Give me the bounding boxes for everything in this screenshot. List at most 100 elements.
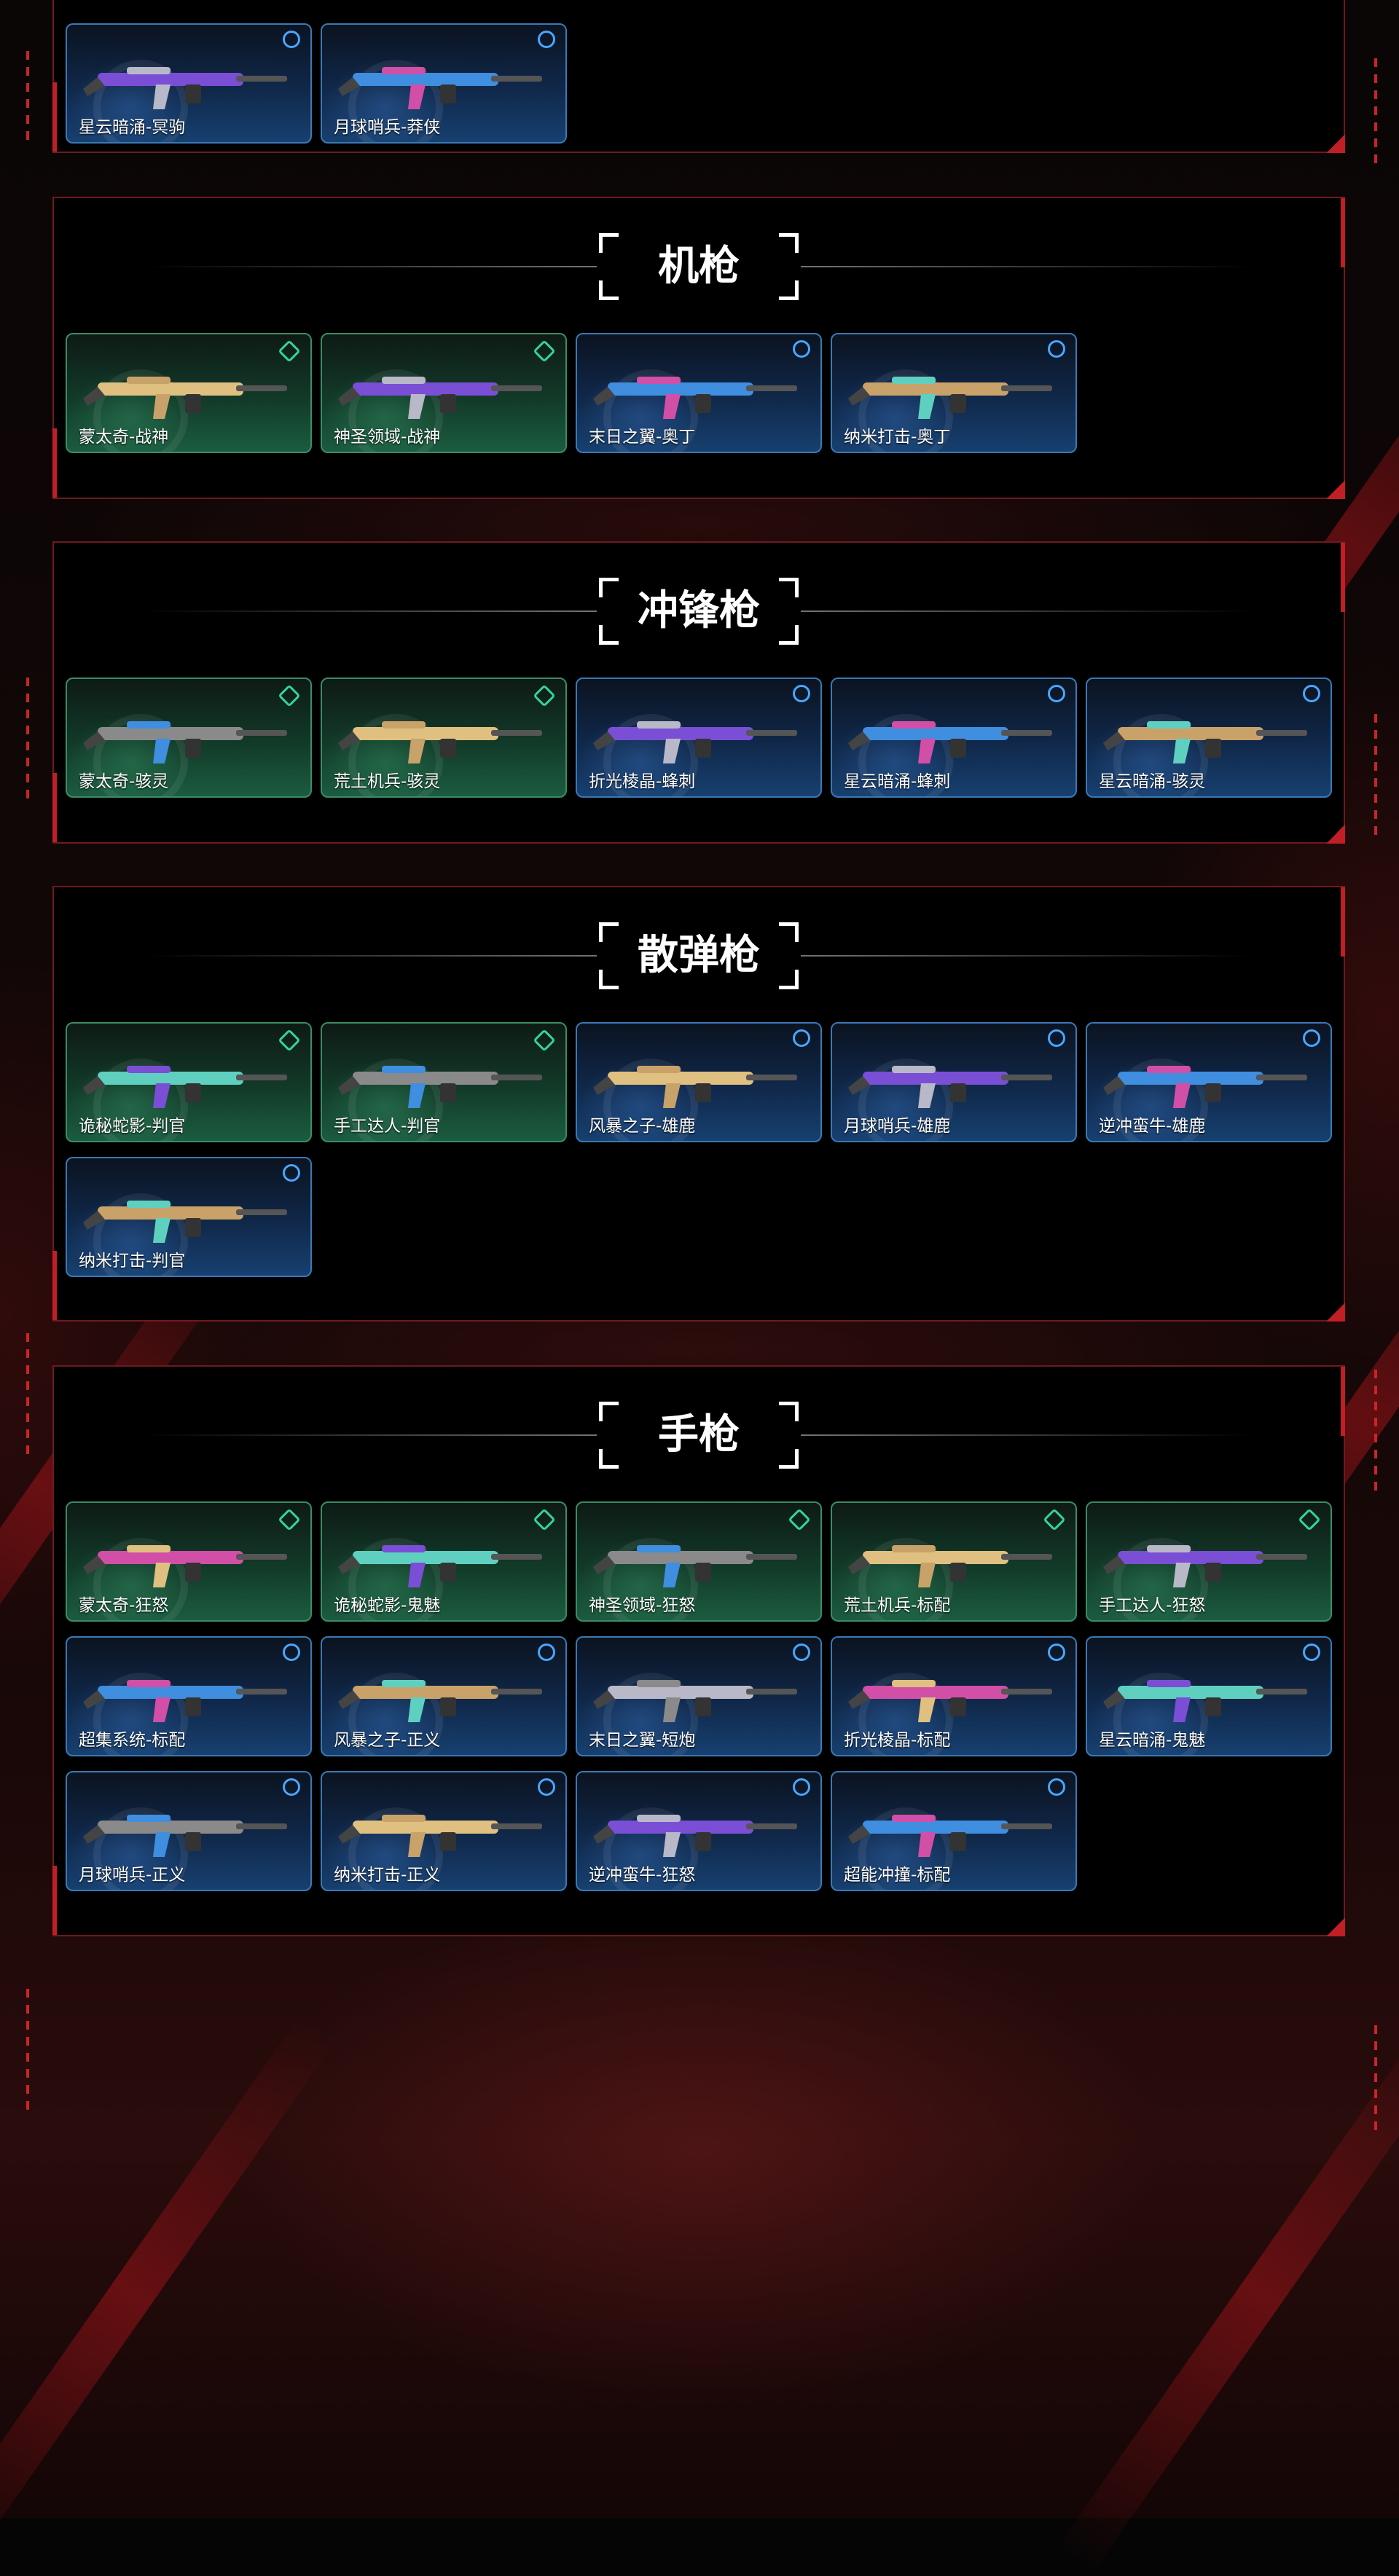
ring-decoration [348, 1673, 443, 1755]
weapon-skin-card[interactable]: 末日之翼-短炮 [576, 1636, 822, 1756]
weapon-skin-name: 纳米打击-正义 [334, 1866, 441, 1885]
ring-decoration [93, 1807, 188, 1890]
weapon-skin-card[interactable]: 超能冲撞-标配 [831, 1771, 1077, 1891]
weapon-image [1103, 1523, 1314, 1596]
ring-decoration [603, 1807, 698, 1890]
weapon-image [83, 45, 294, 118]
weapon-skin-card[interactable]: 蒙太奇-战神 [66, 333, 312, 453]
weapon-image [593, 1658, 804, 1731]
weapon-skin-card[interactable]: 诡秘蛇影-判官 [66, 1022, 312, 1142]
panel-corner [1326, 1917, 1345, 1936]
ring-decoration [348, 1059, 443, 1141]
weapon-skin-card[interactable]: 末日之翼-奥丁 [576, 333, 822, 453]
tier-circle-icon [793, 1029, 810, 1047]
tier-circle-icon [793, 1778, 810, 1796]
weapon-image [338, 355, 549, 428]
right-dash-decoration [1374, 707, 1379, 842]
weapon-skin-card[interactable]: 超集系统-标配 [66, 1636, 312, 1756]
tier-circle-icon [1048, 1778, 1065, 1796]
weapon-skin-card[interactable]: 纳米打击-判官 [66, 1157, 312, 1277]
weapon-skin-name: 风暴之子-正义 [334, 1731, 441, 1750]
weapon-skin-name: 超能冲撞-标配 [844, 1866, 951, 1885]
weapon-skin-card[interactable]: 月球哨兵-雄鹿 [831, 1022, 1077, 1142]
weapon-skin-name: 折光棱晶-标配 [844, 1731, 951, 1750]
weapon-skin-card[interactable]: 月球哨兵-莽侠 [321, 23, 567, 144]
panel-corner [1326, 134, 1345, 153]
weapon-image [338, 1793, 549, 1866]
title-bracket: 机枪 [599, 233, 799, 300]
weapon-skin-card[interactable]: 神圣领域-狂怒 [576, 1501, 822, 1622]
weapon-skin-card[interactable]: 折光棱晶-标配 [831, 1636, 1077, 1756]
ring-decoration [93, 1059, 188, 1141]
tier-circle-icon [283, 31, 300, 48]
weapon-skin-name: 折光棱晶-蜂刺 [589, 772, 696, 791]
weapon-image [848, 1523, 1059, 1596]
ring-decoration [93, 714, 188, 796]
divider-line [145, 266, 597, 267]
left-dash-decoration [26, 1982, 31, 2117]
ring-decoration [1113, 714, 1208, 796]
panel-accent [52, 1866, 57, 1935]
weapon-image [593, 1044, 804, 1117]
weapon-skin-name: 风暴之子-雄鹿 [589, 1117, 696, 1136]
weapon-image [1103, 699, 1314, 772]
ring-decoration [93, 1538, 188, 1620]
weapon-skin-card[interactable]: 蒙太奇-狂怒 [66, 1501, 312, 1622]
weapon-image [848, 1044, 1059, 1117]
tier-circle-icon [1048, 1644, 1065, 1661]
weapon-skin-card[interactable]: 蒙太奇-骇灵 [66, 678, 312, 798]
ring-decoration [858, 714, 953, 796]
weapon-skin-name: 诡秘蛇影-鬼魅 [334, 1596, 441, 1615]
weapon-skin-card[interactable]: 星云暗涌-冥驹 [66, 23, 312, 144]
panel-accent [1341, 543, 1345, 612]
ring-decoration [348, 1807, 443, 1890]
weapon-skin-card[interactable]: 荒土机兵-骇灵 [321, 678, 567, 798]
tier-circle-icon [1048, 340, 1065, 358]
weapon-skin-card[interactable]: 纳米打击-正义 [321, 1771, 567, 1891]
weapon-image [848, 699, 1059, 772]
weapon-skin-card[interactable]: 诡秘蛇影-鬼魅 [321, 1501, 567, 1622]
weapon-skin-card[interactable]: 风暴之子-正义 [321, 1636, 567, 1756]
left-dash-decoration [26, 1326, 31, 1461]
section-header: 机枪 [54, 230, 1344, 303]
weapon-skin-card[interactable]: 风暴之子-雄鹿 [576, 1022, 822, 1142]
title-bracket: 冲锋枪 [599, 578, 799, 645]
section-title: 手枪 [658, 1411, 740, 1458]
tier-circle-icon [1303, 1029, 1320, 1047]
panel-corner [1326, 825, 1345, 844]
weapon-skin-card[interactable]: 折光棱晶-蜂刺 [576, 678, 822, 798]
weapon-skin-card[interactable]: 神圣领域-战神 [321, 333, 567, 453]
weapon-skin-card[interactable]: 星云暗涌-骇灵 [1086, 678, 1332, 798]
ring-decoration [858, 1538, 953, 1620]
weapon-skin-name: 星云暗涌-冥驹 [79, 118, 186, 137]
weapon-image [338, 1523, 549, 1596]
weapon-image [338, 699, 549, 772]
weapon-skin-card[interactable]: 逆冲蛮牛-狂怒 [576, 1771, 822, 1891]
weapon-skin-card[interactable]: 逆冲蛮牛-雄鹿 [1086, 1022, 1332, 1142]
ring-decoration [1113, 1538, 1208, 1620]
weapon-skin-card[interactable]: 纳米打击-奥丁 [831, 333, 1077, 453]
weapon-skin-card[interactable]: 星云暗涌-鬼魅 [1086, 1636, 1332, 1756]
right-dash-decoration [1374, 51, 1379, 170]
panel-accent [52, 428, 57, 498]
weapon-skin-name: 月球哨兵-雄鹿 [844, 1117, 951, 1136]
weapon-skin-card[interactable]: 手工达人-狂怒 [1086, 1501, 1332, 1622]
divider-line [801, 1434, 1253, 1436]
weapon-skin-card[interactable]: 月球哨兵-正义 [66, 1771, 312, 1891]
weapon-skin-name: 蒙太奇-骇灵 [79, 772, 169, 791]
section-header: 冲锋枪 [54, 575, 1344, 648]
weapon-skin-name: 星云暗涌-蜂刺 [844, 772, 951, 791]
weapon-image [83, 1658, 294, 1731]
weapon-image [848, 1658, 1059, 1731]
weapon-skin-name: 纳米打击-奥丁 [844, 428, 951, 447]
section-header: 散弹枪 [54, 919, 1344, 992]
weapon-skin-name: 荒土机兵-骇灵 [334, 772, 441, 791]
weapon-skin-card[interactable]: 手工达人-判官 [321, 1022, 567, 1142]
weapon-image [848, 355, 1059, 428]
weapon-skin-card[interactable]: 荒土机兵-标配 [831, 1501, 1077, 1622]
ring-decoration [603, 1673, 698, 1755]
ring-decoration [858, 369, 953, 452]
ring-decoration [858, 1807, 953, 1890]
weapon-skin-card[interactable]: 星云暗涌-蜂刺 [831, 678, 1077, 798]
tier-circle-icon [538, 1644, 555, 1661]
